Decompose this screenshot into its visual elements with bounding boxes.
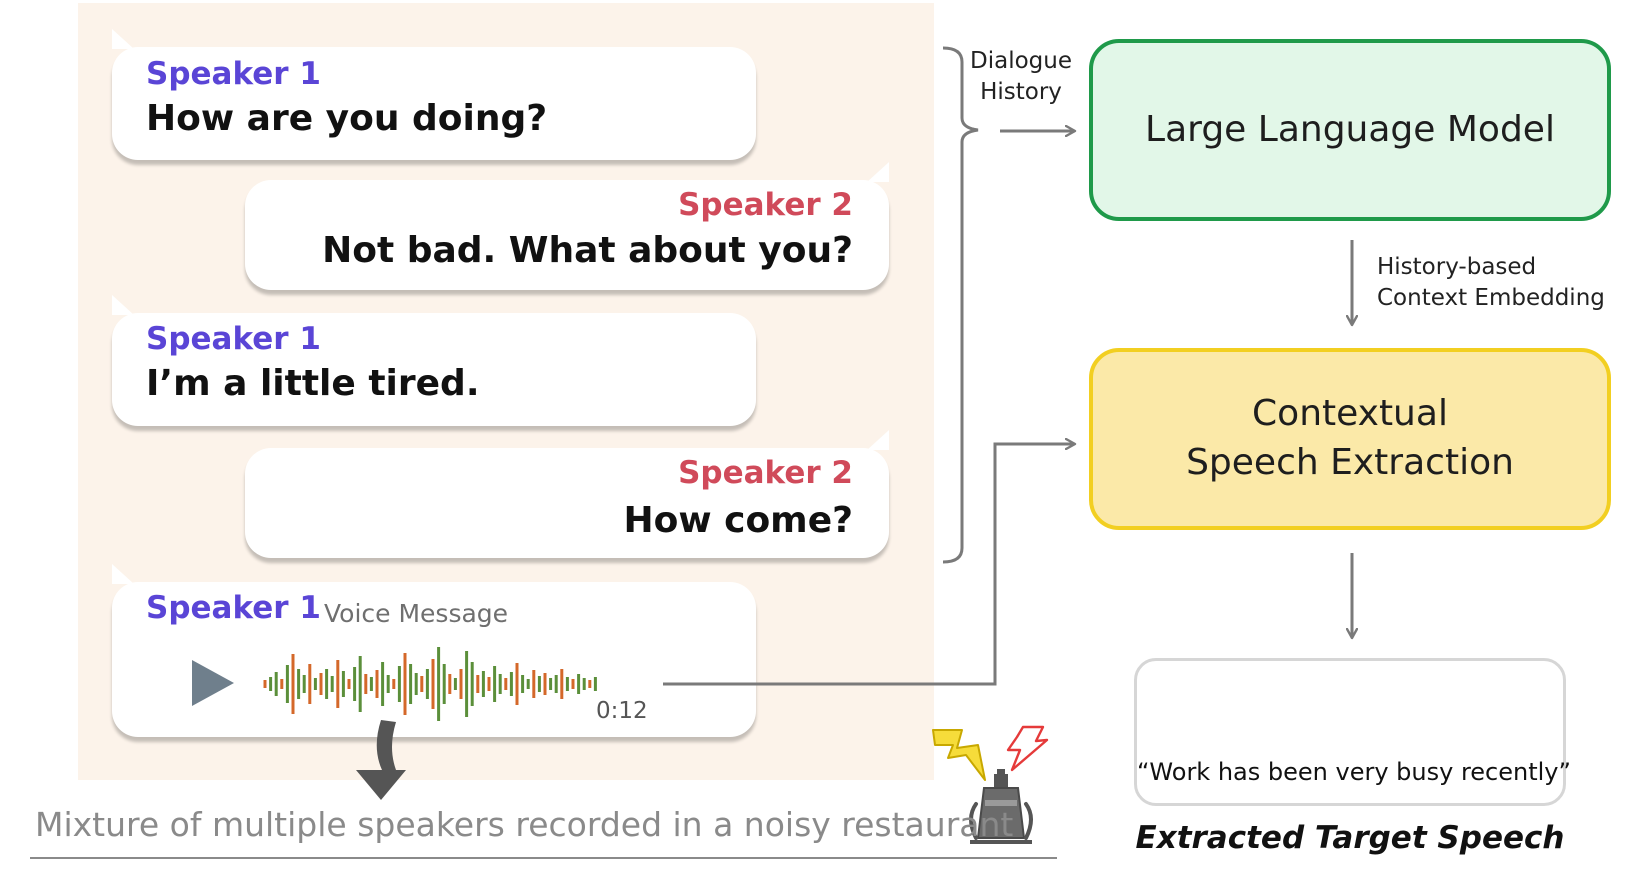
cse-box-line-1: Contextual: [1252, 393, 1448, 435]
curved-down-arrow-icon: [356, 720, 406, 800]
mixture-arrow: [663, 444, 1075, 686]
cse-box-line-2: Speech Extraction: [1186, 442, 1514, 483]
output-quote: “Work has been very busy recently”: [1137, 758, 1571, 786]
mixture-caption: Mixture of multiple speakers recorded in…: [35, 805, 1014, 844]
mixture-waveform: [263, 647, 597, 721]
bubble-tail: [867, 162, 889, 182]
cse-box: Contextual Speech Extraction: [1089, 348, 1611, 530]
chat-bubble-2: Speaker 2 Not bad. What about you?: [245, 162, 889, 290]
llm-box: Large Language Model: [1089, 39, 1611, 221]
voice-message-tag: Voice Message: [324, 599, 509, 628]
message-text: How are you doing?: [146, 98, 548, 139]
llm-box-label: Large Language Model: [1145, 108, 1555, 150]
dialogue-history-label: Dialogue History: [970, 46, 1072, 108]
speaker-label: Speaker 1: [146, 56, 321, 92]
speaker-label: Speaker 2: [678, 455, 853, 491]
dialogue-history-brace: [942, 46, 979, 564]
lightning-red-icon: [1006, 725, 1049, 772]
bubble-tail: [112, 295, 134, 315]
dialogue-history-line-2: History: [980, 79, 1062, 106]
output-box: “Work has been very busy recently”: [1134, 658, 1571, 806]
bubble-tail: [112, 29, 134, 49]
chat-bubble-1: Speaker 1 How are you doing?: [112, 29, 756, 160]
dialogue-history-line-1: Dialogue: [970, 48, 1072, 74]
duration-label: 0:12: [596, 698, 648, 724]
chat-bubble-3: Speaker 1 I’m a little tired.: [112, 295, 756, 426]
message-text: I’m a little tired.: [146, 363, 480, 404]
context-embedding-line-1: History-based: [1377, 254, 1537, 280]
bubble-tail: [112, 564, 134, 584]
message-text: How come?: [623, 500, 853, 541]
lightning-yellow-icon: [932, 729, 986, 781]
context-embedding-line-2: Context Embedding: [1377, 285, 1605, 312]
context-embedding-label: History-based Context Embedding: [1377, 252, 1605, 314]
robot-icon: [969, 769, 1033, 844]
speaker-label: Speaker 1: [146, 590, 321, 626]
speaker-label: Speaker 1: [146, 321, 321, 357]
speaker-label: Speaker 2: [678, 187, 853, 223]
voice-message-bubble: Speaker 1 Voice Message 0:12: [112, 564, 756, 737]
chat-bubble-4: Speaker 2 How come?: [245, 430, 889, 558]
output-caption: Extracted Target Speech: [1135, 820, 1565, 856]
message-text: Not bad. What about you?: [322, 230, 853, 271]
bubble-tail: [867, 430, 889, 450]
play-icon[interactable]: [192, 660, 234, 706]
